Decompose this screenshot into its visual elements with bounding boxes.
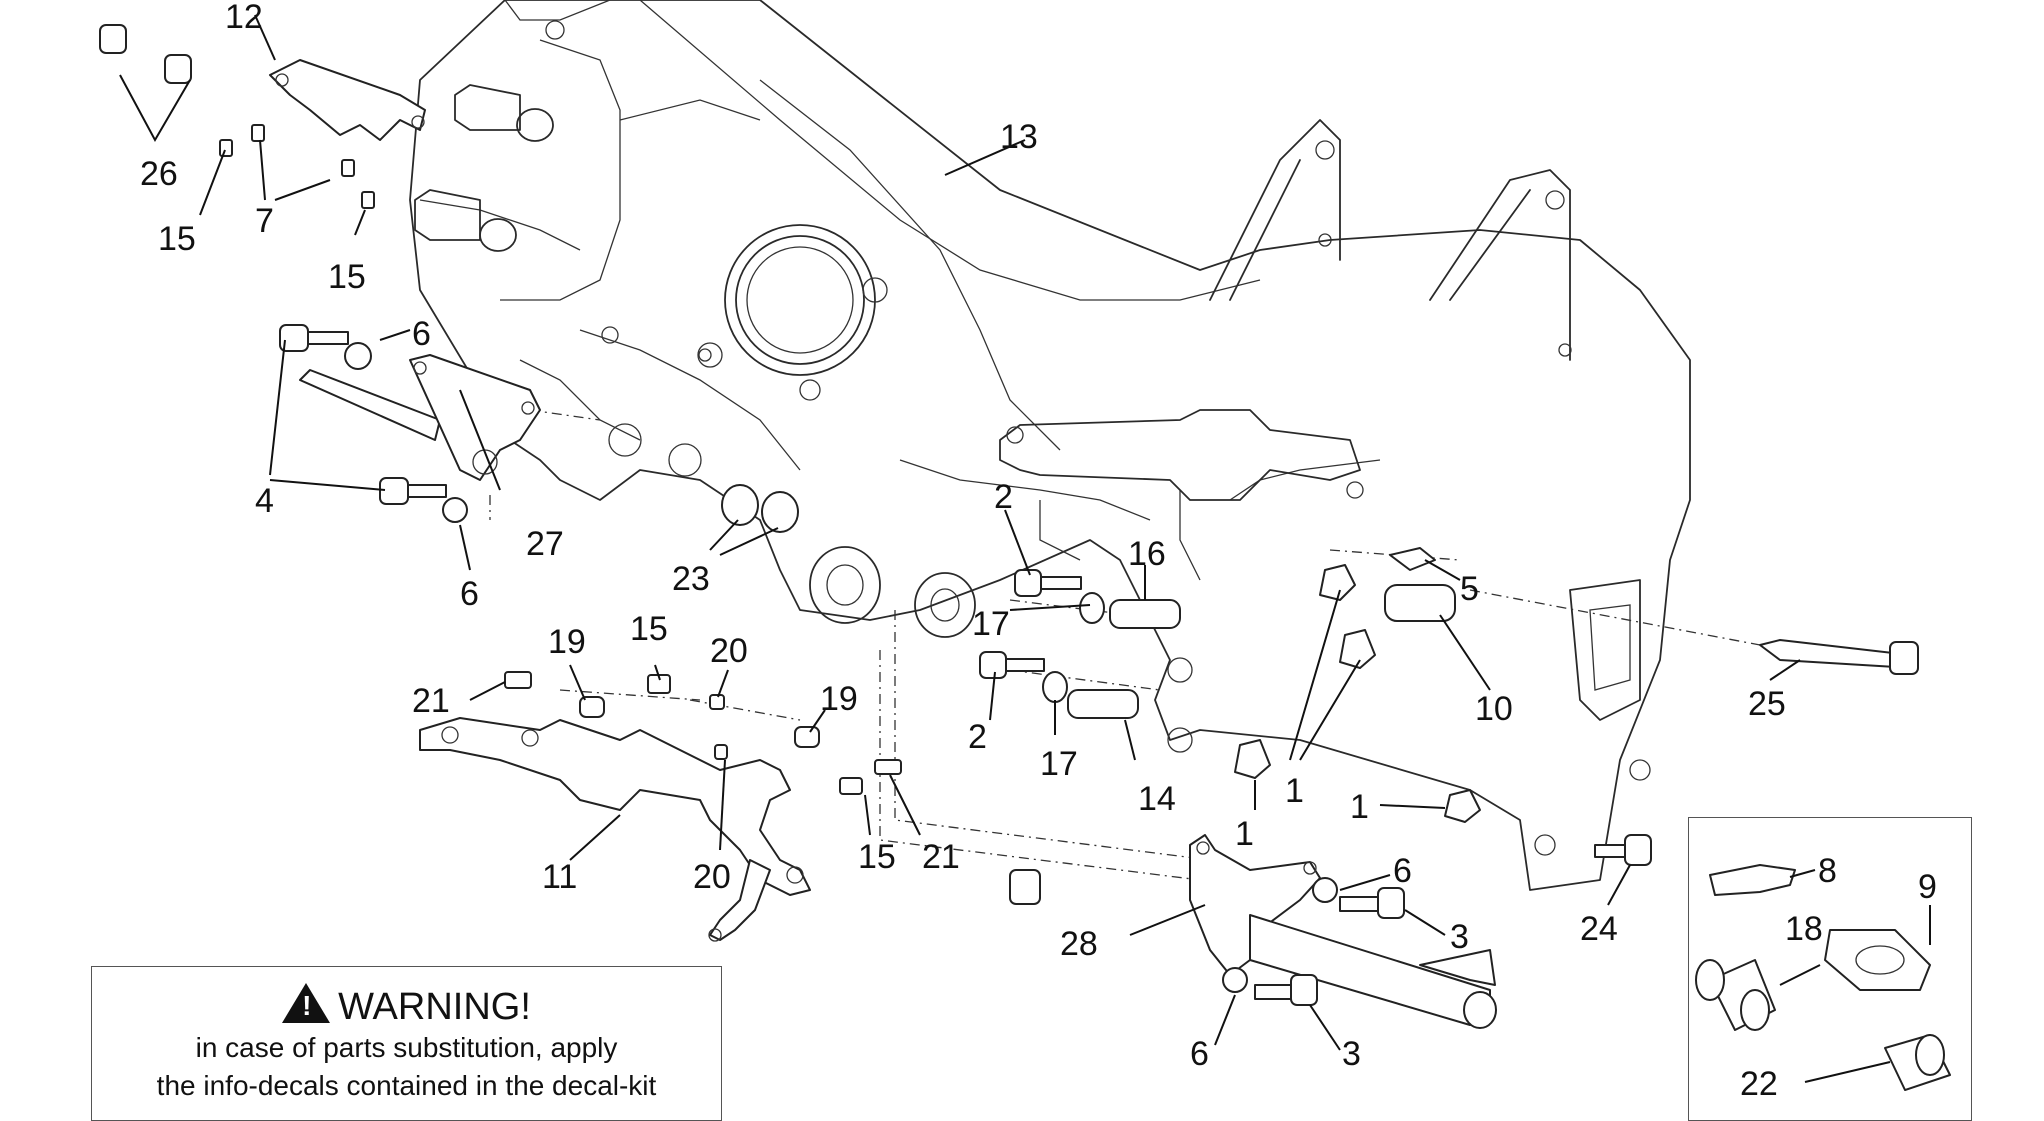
callout-1: 1 — [1285, 772, 1304, 810]
callout-17: 17 — [1040, 745, 1078, 783]
callout-15: 15 — [630, 610, 668, 648]
callout-9: 9 — [1918, 868, 1937, 906]
callout-19: 19 — [820, 680, 858, 718]
hardware-inset-box — [1688, 817, 1972, 1121]
frame-body — [409, 0, 1691, 891]
callout-7: 7 — [255, 202, 274, 240]
callout-5: 5 — [1460, 570, 1479, 608]
callout-2: 2 — [968, 718, 987, 756]
callout-6: 6 — [1393, 852, 1412, 890]
callout-17: 17 — [972, 605, 1010, 643]
callout-13: 13 — [1000, 118, 1038, 156]
callout-6: 6 — [1190, 1035, 1209, 1073]
callout-12: 12 — [225, 0, 263, 36]
callout-labels: 12 26 15 7 15 13 6 4 27 6 23 2 16 17 5 1… — [140, 0, 1937, 1103]
warning-line-1: in case of parts substitution, apply — [195, 1032, 618, 1063]
callout-14: 14 — [1138, 780, 1176, 818]
callout-24: 24 — [1580, 910, 1618, 948]
callout-10: 10 — [1475, 690, 1513, 728]
callout-3: 3 — [1450, 918, 1469, 956]
callout-18: 18 — [1785, 910, 1823, 948]
callout-2: 2 — [994, 478, 1013, 516]
callout-4: 4 — [255, 482, 274, 520]
callout-15: 15 — [858, 838, 896, 876]
leader-lines — [119, 14, 1931, 1083]
callout-26: 26 — [140, 155, 178, 193]
callout-25: 25 — [1748, 685, 1786, 723]
callout-16: 16 — [1128, 535, 1166, 573]
callout-21: 21 — [922, 838, 960, 876]
callout-20: 20 — [693, 858, 731, 896]
callout-23: 23 — [672, 560, 710, 598]
callout-20: 20 — [710, 632, 748, 670]
callout-19: 19 — [548, 623, 586, 661]
callout-15: 15 — [328, 258, 366, 296]
callout-28: 28 — [1060, 925, 1098, 963]
callout-1: 1 — [1235, 815, 1254, 853]
callout-22: 22 — [1740, 1065, 1778, 1103]
assembly-lines — [489, 409, 1761, 881]
callout-6: 6 — [412, 315, 431, 353]
warning-notice: !WARNING! in case of parts substitution,… — [91, 966, 722, 1121]
callout-6: 6 — [460, 575, 479, 613]
warning-title-text: WARNING! — [338, 986, 531, 1028]
small-parts — [99, 24, 1951, 1091]
warning-heading: !WARNING! — [92, 983, 721, 1029]
warning-line-2: the info-decals contained in the decal-k… — [156, 1070, 657, 1101]
callout-11: 11 — [542, 858, 577, 896]
callout-1: 1 — [1350, 788, 1369, 826]
callout-21: 21 — [412, 682, 450, 720]
callout-27: 27 — [526, 525, 564, 563]
callout-8: 8 — [1818, 852, 1837, 890]
callout-3: 3 — [1342, 1035, 1361, 1073]
callout-15: 15 — [158, 220, 196, 258]
warning-triangle-icon: ! — [282, 983, 331, 1023]
